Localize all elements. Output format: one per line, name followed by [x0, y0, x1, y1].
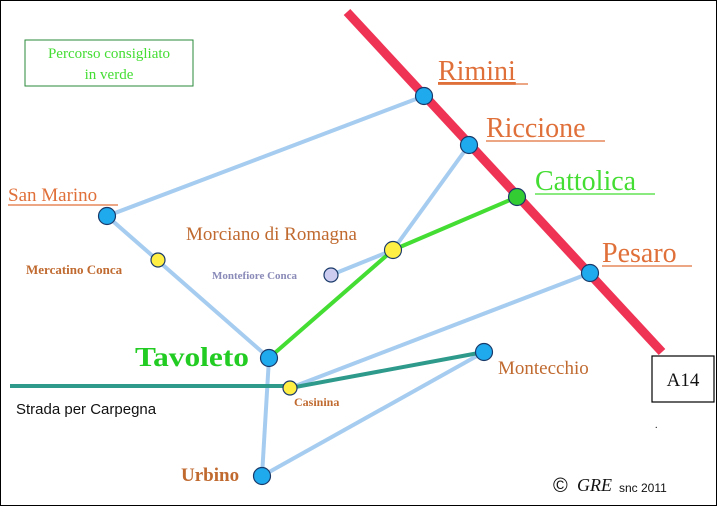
marker-pesaro[interactable] [580, 263, 600, 283]
route-morciano-riccione [391, 143, 471, 252]
marker-riccione[interactable] [459, 135, 479, 155]
route-tavoleto-urbino [260, 356, 271, 478]
marker-mercatino[interactable] [150, 252, 166, 268]
label-urbino[interactable]: Urbino [181, 465, 239, 486]
marker-casinina[interactable] [282, 380, 298, 396]
blue-routes [105, 94, 592, 478]
marker-montecchio[interactable] [474, 342, 494, 362]
route-morciano-montefiore [329, 248, 395, 277]
town-markers [97, 86, 600, 486]
highway-label: A14 [667, 370, 700, 391]
label-montefiore[interactable]: Montefiore Conca [212, 270, 298, 282]
marker-cattolica[interactable] [507, 187, 527, 207]
label-mercatino[interactable]: Mercatino Conca [26, 262, 123, 277]
label-road-carpegna: Strada per Carpegna [16, 401, 157, 418]
label-morciano[interactable]: Morciano di Romagna [186, 224, 358, 245]
route-morciano-cattolica [391, 195, 519, 252]
label-rimini[interactable]: Rimini [438, 56, 516, 87]
label-tavoleto[interactable]: Tavoleto [135, 342, 249, 372]
marker-rimini[interactable] [414, 86, 434, 106]
road-casinina-montecchio [289, 350, 485, 390]
marker-morciano[interactable] [383, 240, 403, 260]
legend-line-1: Percorso consigliato [48, 46, 170, 62]
route-montecchio-urbino [260, 350, 486, 478]
label-cattolica[interactable]: Cattolica [535, 166, 637, 197]
route-sanmarino-tavoleto [105, 214, 271, 360]
label-montecchio[interactable]: Montecchio [498, 358, 589, 379]
label-pesaro[interactable]: Pesaro [602, 238, 677, 269]
copyright-brand: GRE [577, 475, 612, 495]
marker-tavoleto[interactable] [259, 348, 279, 368]
legend-line-2: in verde [85, 67, 134, 83]
copyright-symbol: © [553, 475, 568, 497]
label-casinina[interactable]: Casinina [294, 395, 339, 409]
marker-montefiore[interactable] [323, 267, 339, 283]
highway-a14-line [343, 8, 666, 356]
route-tavoleto-morciano [267, 248, 395, 360]
highway-label-box [651, 355, 715, 403]
label-riccione[interactable]: Riccione [486, 113, 586, 144]
small-dot: . [655, 420, 658, 431]
marker-urbino[interactable] [252, 466, 272, 486]
label-san-marino[interactable]: San Marino [8, 185, 97, 206]
teal-roads [10, 350, 485, 390]
copyright-suffix: snc 2011 [619, 481, 667, 495]
route-sanmarino-rimini [105, 94, 426, 218]
marker-san-marino[interactable] [97, 206, 117, 226]
green-route [267, 195, 519, 360]
legend-box [24, 39, 194, 87]
route-pesaro-casinina [288, 271, 592, 390]
